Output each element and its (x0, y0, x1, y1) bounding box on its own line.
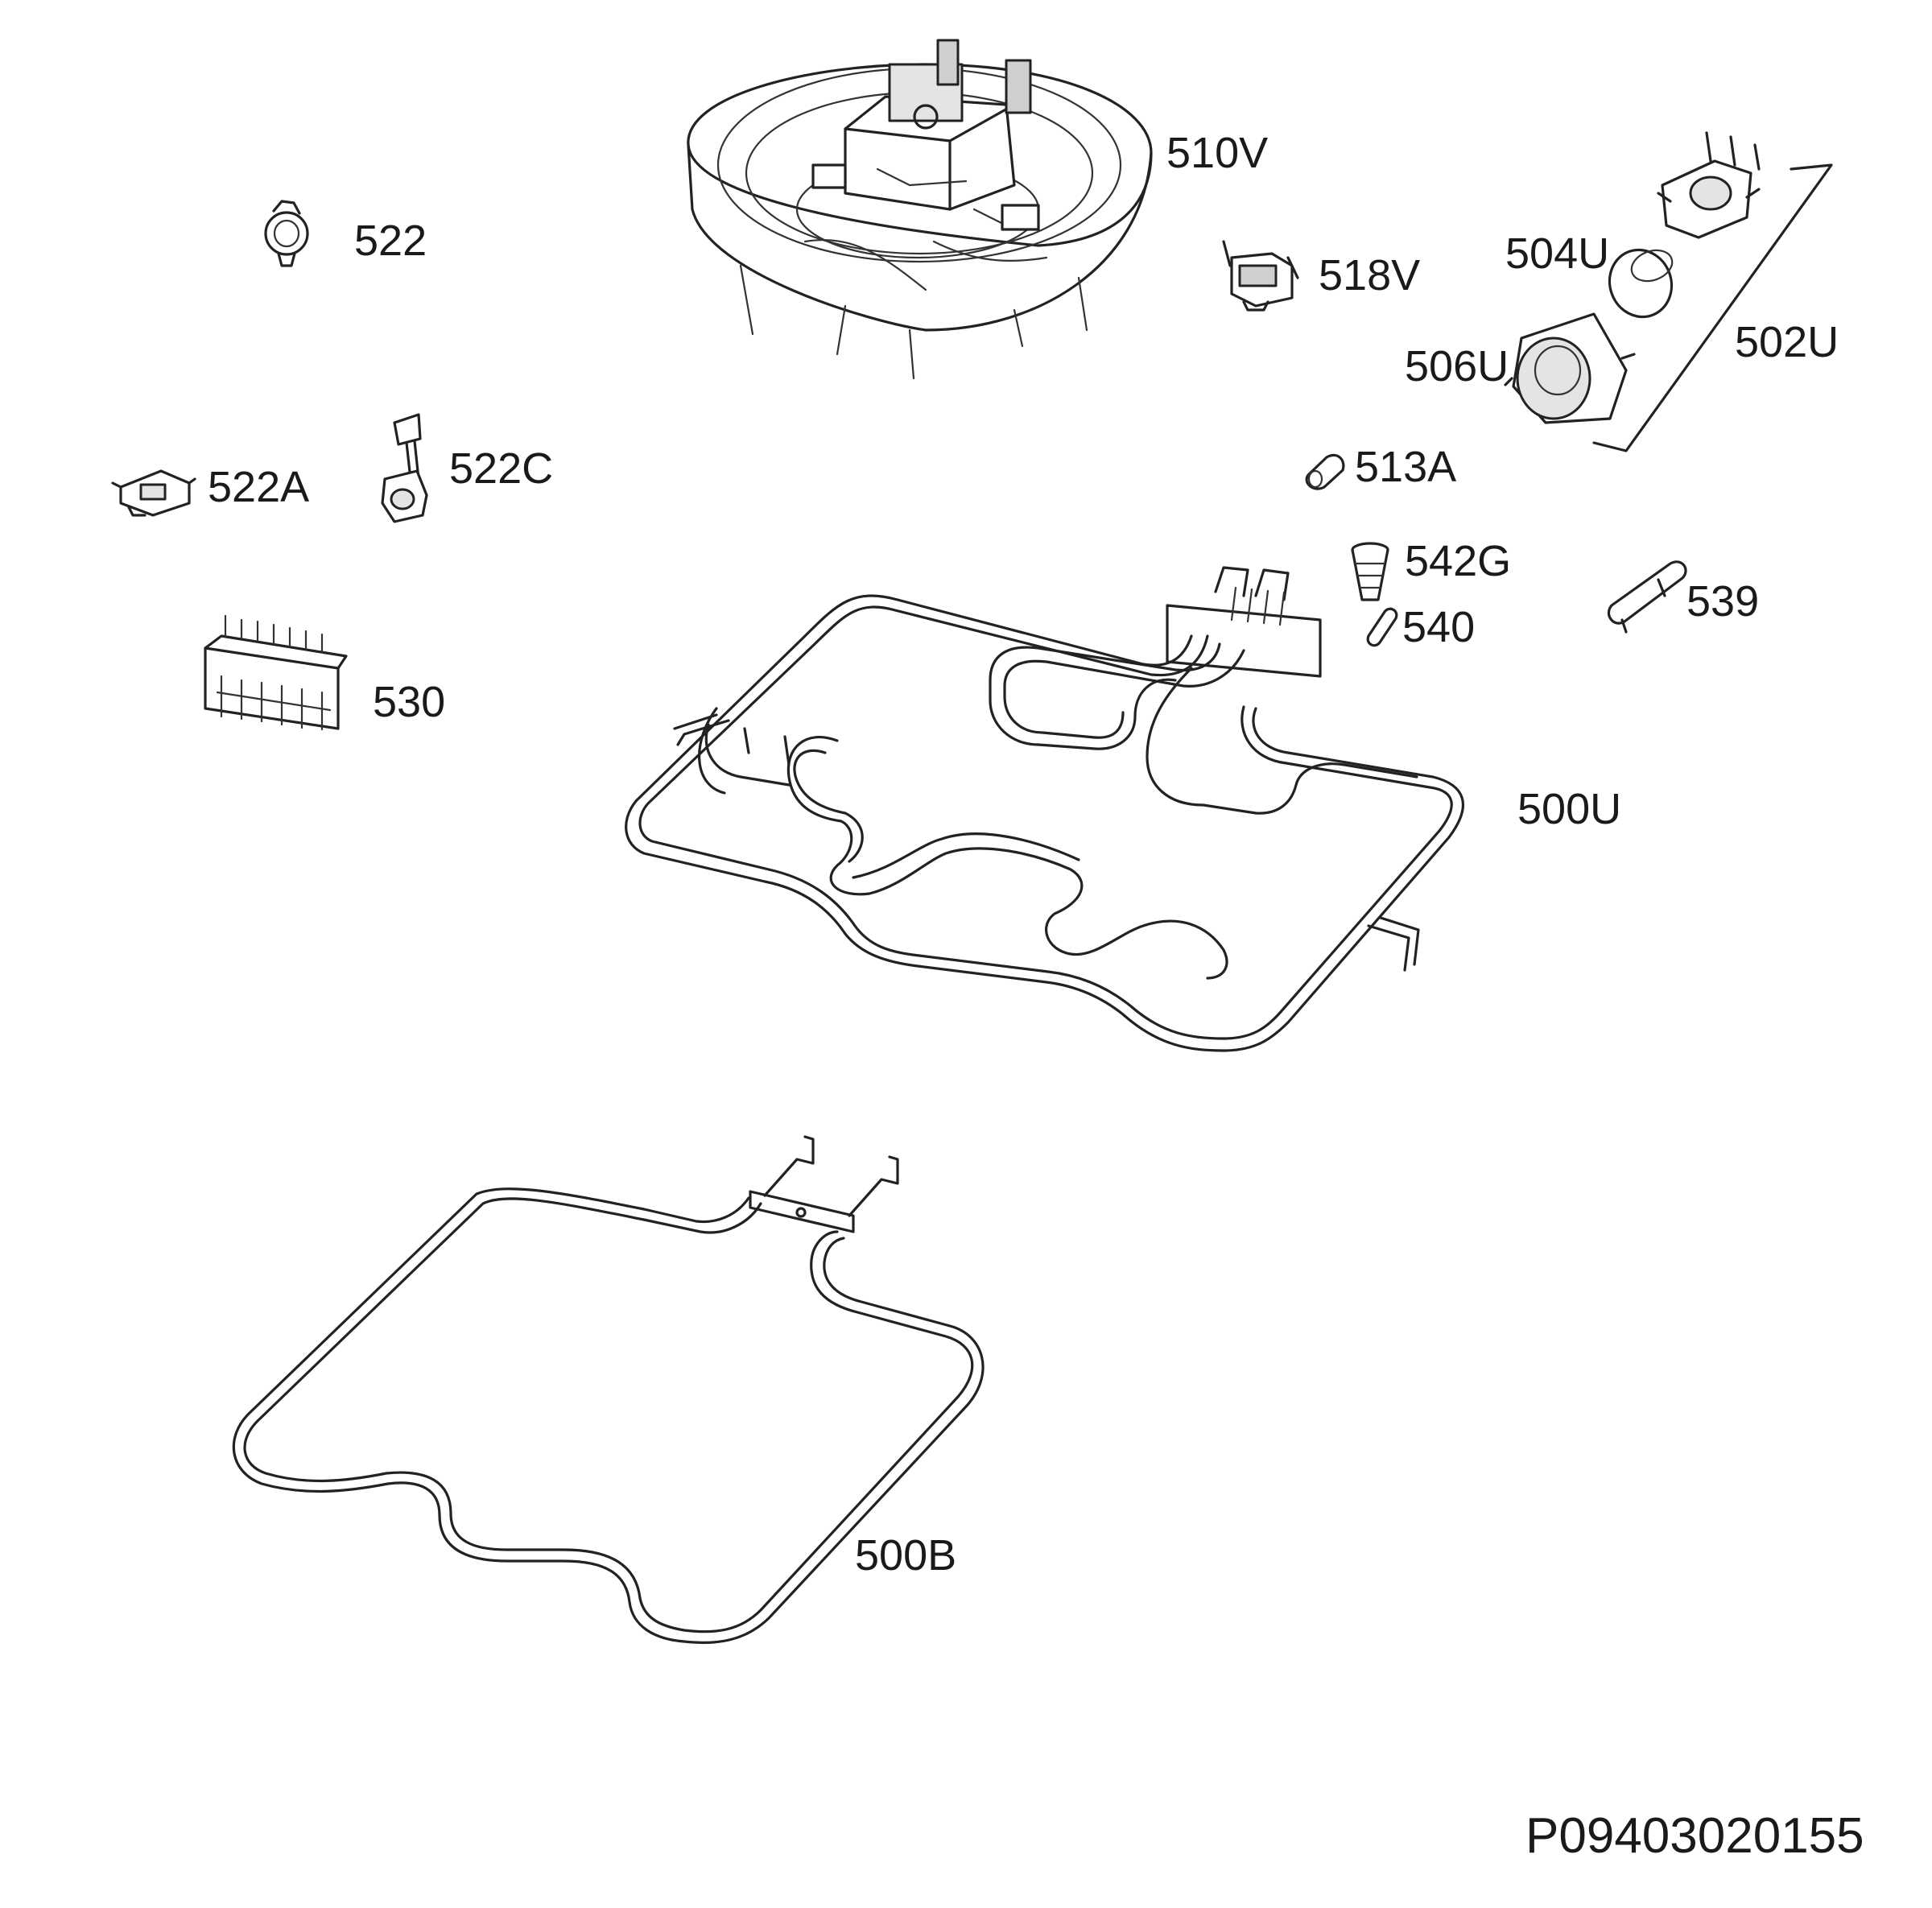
label-522: 522 (354, 217, 427, 265)
part-lamp-socket (1657, 131, 1761, 239)
label-539: 539 (1686, 577, 1760, 626)
label-504u: 504U (1505, 229, 1610, 278)
label-522c: 522C (449, 444, 554, 493)
label-518v: 518V (1319, 251, 1421, 299)
label-502u: 502U (1735, 318, 1839, 366)
label-542g: 542G (1405, 537, 1512, 585)
part-504u-lamp-glass (1608, 248, 1674, 319)
part-506u-lamp-housing (1504, 312, 1636, 424)
label-510v: 510V (1166, 129, 1269, 177)
part-500b-bottom-element (232, 1135, 985, 1645)
label-506u: 506U (1405, 342, 1509, 390)
label-530: 530 (373, 678, 446, 726)
label-522a: 522A (208, 463, 310, 511)
label-500b: 500B (855, 1531, 957, 1580)
part-510v-fan-motor (687, 39, 1153, 380)
label-540: 540 (1402, 603, 1476, 651)
part-522-clip (264, 200, 309, 267)
part-540-pin (1366, 607, 1398, 647)
part-518v-bracket (1222, 240, 1299, 312)
drawing-code: P09403020155 (1525, 1808, 1864, 1864)
part-539-sleeve (1607, 560, 1687, 634)
part-522a-cover (111, 469, 196, 517)
label-513a: 513A (1355, 443, 1457, 491)
part-502u-lamp-set (1592, 163, 1833, 452)
part-500u-grill-element (625, 566, 1464, 1052)
part-542g-grommet (1351, 542, 1389, 601)
part-513a-fuse (1305, 453, 1345, 490)
part-530-terminal-block (204, 614, 348, 731)
part-522c-switch (381, 413, 428, 523)
label-500u: 500U (1517, 785, 1622, 833)
